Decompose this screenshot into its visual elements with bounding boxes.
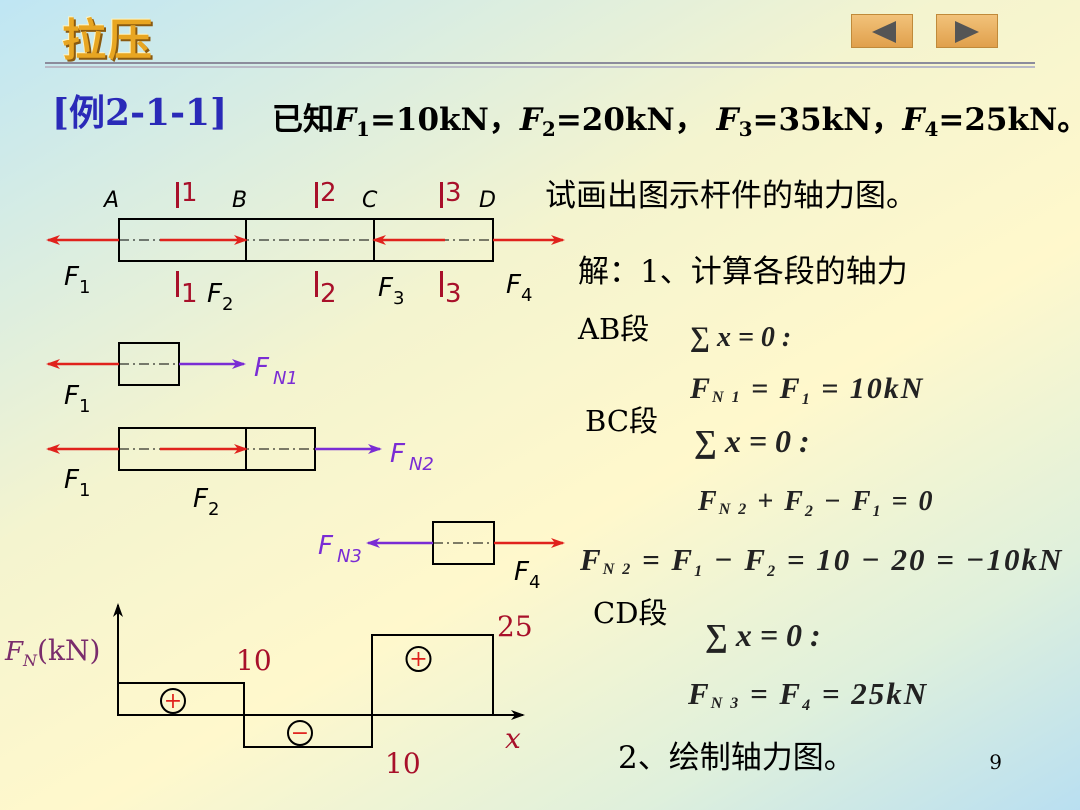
cd-eq2: FN 3 = F4 = 25kN [687,676,928,714]
bc-segment-label: BC段 [585,404,659,438]
value-label-ab: 10 [236,644,272,677]
section-marks: 1 1 2 2 3 3 [176,178,462,309]
section-1-top: 1 [181,178,198,208]
cd-segment-label: CD段 [593,596,668,630]
value-label-cd: 25 [497,610,533,643]
label-f2: F2 [207,279,233,315]
label-f4: F4 [506,270,532,306]
point-a: A [102,188,119,213]
sign-circle-bc [287,720,313,746]
ab-eq2: FN 1 = F1 = 10kN [689,372,924,408]
bc-eq2: FN 2 + F2 − F1 = 0 [697,486,935,520]
svg-text:F1: F1 [64,465,90,501]
value-label-bc: 10 [385,747,421,780]
prev-slide-button[interactable] [851,14,913,48]
label-f1: F1 [64,262,90,298]
given-f2: =20kN， [555,102,706,138]
solution-step2: 2、绘制轴力图。 [618,740,855,776]
given-intro: 已知 [272,102,334,138]
triangle-left-icon [872,21,896,43]
example-label: [例2-1-1] [52,92,228,134]
bc-eq1: ∑ x = 0 : [694,423,810,459]
section-2-bottom: 2 [320,279,337,309]
ab-eq1: ∑ x = 0 : [690,322,791,353]
sign-bc: − [291,721,309,746]
section-3-bottom: 3 [445,279,462,309]
given-f1: =10kN， [369,102,520,138]
point-d: D [479,188,496,213]
task-text: 试画出图示杆件的轴力图。 [545,178,917,214]
section-1-bottom: 1 [181,279,198,309]
triangle-right-icon [955,21,979,43]
svg-text:F1: F1 [64,381,90,417]
axial-force-diagram: + − + FN(kN) x 10 10 25 [4,603,533,780]
given-values: 已知F1=10kN，F2=20kN， F3=35kN，F4=25kN。 [272,94,1080,141]
label-f3: F3 [378,273,404,309]
sign-cd: + [409,647,427,672]
sign-circle-cd [405,646,432,672]
header-divider [45,62,1035,68]
segment-ab [117,682,245,716]
cd-eq1: ∑ x = 0 : [705,617,821,653]
y-axis-label: FN(kN) [4,634,100,670]
main-bar: A B C D 1 1 2 2 3 3 F1 F2 F3 F4 [46,178,565,315]
given-f4: =25kN。 [938,102,1080,138]
bc-eq3: FN 2 = F1 − F2 = 10 − 20 = −10kN [579,542,1063,580]
equations: ∑ x = 0 : FN 1 = F1 = 10kN ∑ x = 0 : FN … [579,322,1063,714]
section-3-top: 3 [445,178,462,208]
segment-cd [371,634,494,716]
segment-bc [243,714,373,748]
given-f3: =35kN， [752,102,903,138]
page-number: 9 [989,750,1002,774]
ab-segment-label: AB段 [578,312,650,346]
point-c: C [362,188,378,213]
x-axis-label: x [505,722,521,755]
point-b: B [232,188,247,213]
sign-circle-ab [160,688,186,714]
svg-text:F2: F2 [193,484,219,520]
solution-step1: 解：1、计算各段的轴力 [578,254,908,290]
logo-title: 拉压 [62,15,154,66]
section-2-top: 2 [320,178,337,208]
next-slide-button[interactable] [936,14,998,48]
sign-ab: + [164,689,182,714]
svg-text:F4: F4 [514,557,540,593]
